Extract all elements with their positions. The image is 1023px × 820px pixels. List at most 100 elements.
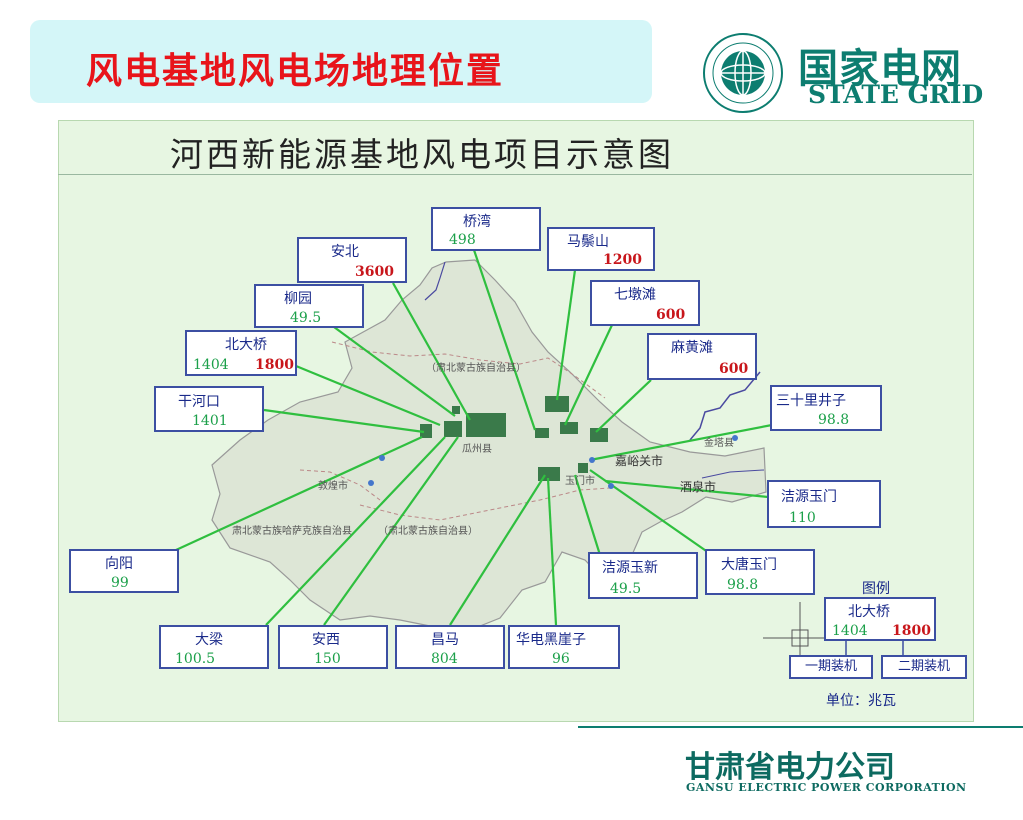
place-label: 玉门市 [565, 476, 595, 487]
project-name: 华电黑崖子 [516, 632, 586, 648]
phase2-value: 1800 [255, 357, 294, 373]
phase1-value: 1404 [193, 357, 229, 373]
project-datangyumen: 大唐玉门 98.8 [705, 549, 815, 595]
phase1-value: 100.5 [175, 651, 216, 667]
project-mahuangtan: 麻黄滩 600 [647, 333, 757, 380]
place-label: （肃北蒙古族自治县） [378, 526, 478, 537]
phase1-value: 49.5 [290, 310, 322, 326]
footer-divider [578, 726, 1023, 728]
legend-sample-phase1: 1404 [832, 623, 868, 639]
place-label: （肃北蒙古族自治县） [426, 363, 526, 374]
wind-farm-marker [560, 422, 578, 434]
project-name: 七墩滩 [614, 287, 656, 303]
phase2-value: 3600 [355, 264, 394, 280]
map-title: 河西新能源基地风电项目示意图 [170, 135, 674, 174]
place-label: 瓜州县 [462, 444, 492, 455]
place-label: 嘉峪关市 [615, 454, 664, 468]
project-name: 洁源玉新 [602, 560, 658, 576]
project-jieyuanyuxin: 洁源玉新 49.5 [588, 552, 698, 599]
wind-farm-marker [545, 396, 569, 412]
city-dot [589, 457, 595, 463]
phase1-value: 150 [314, 651, 341, 667]
project-name: 大唐玉门 [721, 557, 777, 573]
phase1-value: 804 [431, 651, 458, 667]
phase2-value: 600 [656, 307, 686, 323]
state-grid-logo-cn: 国家电网 [798, 46, 962, 92]
city-dot [368, 480, 374, 486]
wind-farm-marker [420, 424, 432, 438]
project-liuyuan: 柳园 49.5 [254, 284, 364, 328]
project-ganhekou: 干河口 1401 [154, 386, 264, 432]
page-title: 风电基地风电场地理位置 [86, 50, 505, 92]
project-mazongshan: 马鬃山 1200 [547, 227, 655, 271]
city-dot [379, 455, 385, 461]
legend-sample-box: 北大桥 1404 1800 [824, 597, 936, 641]
phase1-value: 110 [789, 510, 816, 526]
project-qidunt: 七墩滩 600 [590, 280, 700, 326]
project-anbei: 安北 3600 [297, 237, 407, 283]
project-xiangyang: 向阳 99 [69, 549, 179, 593]
place-label: 肃北蒙古族哈萨克族自治县 [232, 526, 352, 537]
project-name: 安北 [331, 244, 359, 260]
project-qiaowan: 桥湾 498 [431, 207, 541, 251]
river-line-3 [701, 469, 765, 479]
unit-label: 单位：兆瓦 [826, 693, 896, 709]
legend-connectors [845, 641, 904, 656]
wind-farm-marker [466, 413, 506, 437]
legend-phase1-label: 一期装机 [789, 655, 873, 679]
project-name: 安西 [312, 632, 340, 648]
legend-title: 图例 [862, 581, 890, 597]
phase2-value: 600 [719, 361, 749, 377]
project-name: 马鬃山 [567, 234, 609, 250]
project-name: 大梁 [195, 632, 223, 648]
phase2-value: 1200 [603, 252, 642, 268]
legend-sample-phase2: 1800 [892, 623, 931, 639]
wind-farm-marker [578, 463, 588, 473]
project-name: 昌马 [431, 632, 459, 648]
project-name: 向阳 [105, 556, 133, 572]
phase1-value: 1401 [192, 413, 228, 429]
project-changma: 昌马 804 [395, 625, 505, 669]
province-boundary [331, 341, 606, 399]
wind-farm-marker [452, 406, 460, 414]
project-name: 桥湾 [463, 214, 491, 230]
river-line-2 [424, 261, 446, 301]
phase1-value: 96 [552, 651, 570, 667]
legend-phase2-label: 二期装机 [881, 655, 967, 679]
wind-farm-marker [590, 428, 608, 442]
project-name: 柳园 [284, 291, 312, 307]
phase1-value: 98.8 [727, 577, 759, 593]
wind-farm-marker [444, 421, 462, 437]
state-grid-globe-logo-icon [703, 33, 783, 113]
wind-farm-marker [535, 428, 549, 438]
city-dot [608, 483, 614, 489]
project-name: 北大桥 [225, 337, 267, 353]
place-label: 敦煌市 [318, 481, 348, 492]
project-anxi: 安西 150 [278, 625, 388, 669]
project-beidaqiao: 北大桥 1404 1800 [185, 330, 297, 376]
county-boundary-2 [299, 469, 381, 501]
phase1-value: 98.8 [818, 412, 850, 428]
title-banner [30, 20, 652, 103]
place-label: 酒泉市 [680, 480, 717, 494]
place-label: 金塔县 [704, 438, 734, 449]
phase1-value: 49.5 [610, 581, 642, 597]
project-name: 洁源玉门 [781, 489, 837, 505]
state-grid-logo-en: STATE GRID [808, 80, 984, 109]
legend-sample-name: 北大桥 [848, 604, 890, 620]
project-jieyuanyumen: 洁源玉门 110 [767, 480, 881, 528]
map-title-divider [58, 174, 972, 175]
company-name-en: GANSU ELECTRIC POWER CORPORATION [686, 781, 967, 794]
project-huadianheiyazi: 华电黑崖子 96 [508, 625, 620, 669]
project-name: 三十里井子 [776, 393, 846, 409]
project-daliang: 大梁 100.5 [159, 625, 269, 669]
project-sanshilijingzi: 三十里井子 98.8 [770, 385, 882, 431]
project-name: 麻黄滩 [671, 340, 713, 356]
phase1-value: 99 [111, 575, 129, 591]
company-name-cn: 甘肃省电力公司 [685, 750, 895, 785]
river-line [689, 371, 761, 441]
project-name: 干河口 [178, 394, 220, 410]
phase1-value: 498 [449, 232, 476, 248]
city-dot [732, 435, 738, 441]
